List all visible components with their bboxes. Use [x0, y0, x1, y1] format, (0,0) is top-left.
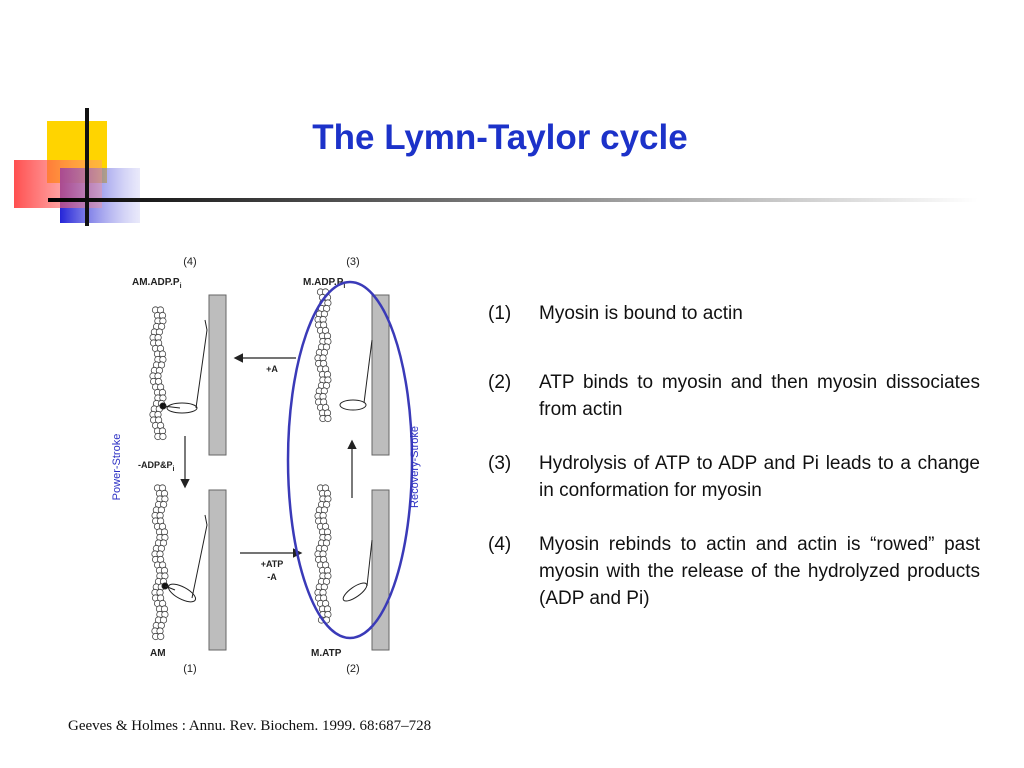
- actin-filament-3: [371, 294, 390, 456]
- step-number: (4): [488, 534, 512, 555]
- state-4-label: AM.ADP.Pi: [132, 277, 182, 290]
- myosin-head-4: [159, 319, 208, 414]
- state-3-label: M.ADP.Pi: [303, 277, 345, 290]
- step-item-4: (4) Myosin rebinds to actin and actin is…: [488, 531, 980, 612]
- transition-bottom-label-1: +ATP: [261, 559, 284, 569]
- state-1-label: AM: [150, 648, 166, 659]
- step-number: (3): [488, 453, 512, 474]
- step-list: (1) Myosin is bound to actin (2) ATP bin…: [488, 300, 980, 639]
- recovery-stroke-highlight: [286, 280, 414, 640]
- step-number: (2): [488, 372, 512, 393]
- citation: Geeves & Holmes : Annu. Rev. Biochem. 19…: [68, 718, 432, 734]
- state-2-label: M.ATP: [311, 648, 342, 659]
- step-text: Myosin is bound to actin: [539, 303, 743, 324]
- myosin-head-1: [161, 514, 208, 603]
- myosin-head-2: [342, 539, 373, 602]
- step-text: ATP binds to myosin and then myosin diss…: [539, 372, 980, 420]
- step-text: Hydrolysis of ATP to ADP and Pi leads to…: [539, 453, 980, 501]
- power-stroke-label: Power-Stroke: [111, 434, 123, 501]
- transition-top-label: +A: [266, 364, 278, 374]
- myosin-head-3: [339, 339, 373, 411]
- state-4-number: (4): [183, 256, 196, 268]
- actin-filament-1: [208, 489, 227, 651]
- state-3-number: (3): [346, 256, 359, 268]
- step-item-2: (2) ATP binds to myosin and then myosin …: [488, 369, 980, 423]
- myosin-bead: [157, 632, 165, 641]
- step-item-3: (3) Hydrolysis of ATP to ADP and Pi lead…: [488, 450, 980, 504]
- state-1-number: (1): [183, 663, 196, 675]
- step-text: Myosin rebinds to actin and actin is “ro…: [539, 534, 980, 609]
- myosin-bead: [159, 432, 167, 441]
- recovery-stroke-label: Recovery-Stroke: [409, 426, 421, 508]
- slide-title: The Lymn-Taylor cycle: [312, 118, 688, 157]
- myosin-bead: [324, 414, 332, 423]
- actin-filament-2: [371, 489, 390, 651]
- transition-left-label: -ADP&Pi: [138, 460, 175, 473]
- transition-bottom-label-2: -A: [267, 572, 277, 582]
- state-2-number: (2): [346, 663, 359, 675]
- myosin-filaments: [149, 288, 332, 641]
- actin-filament-4: [208, 294, 227, 456]
- slide-logo-decoration: [14, 108, 978, 226]
- lymn-taylor-diagram: (4) AM.ADP.Pi (3) M.ADP.Pi AM (1) M.ATP …: [111, 256, 421, 675]
- step-item-1: (1) Myosin is bound to actin: [488, 300, 980, 327]
- step-number: (1): [488, 303, 512, 324]
